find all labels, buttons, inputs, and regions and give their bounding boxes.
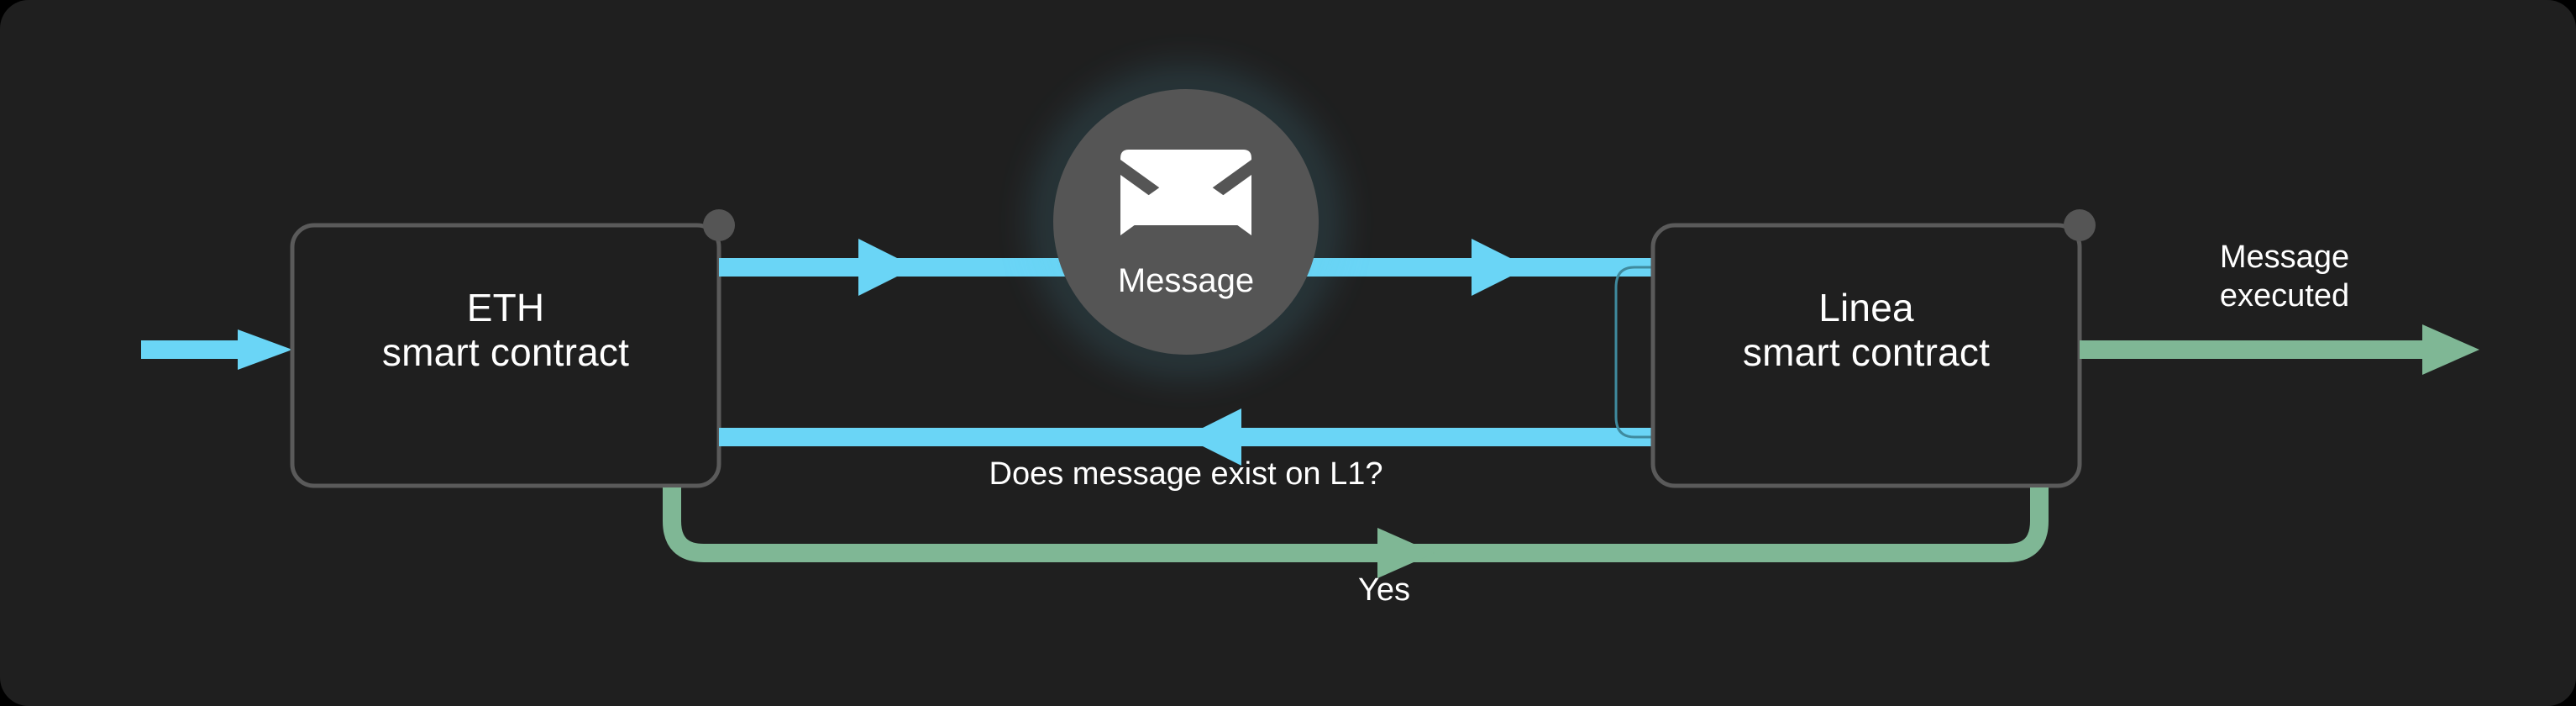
yes-arrowhead-icon xyxy=(1377,528,1435,578)
message-exists-arrow xyxy=(719,408,1655,466)
yes-loop-arrow xyxy=(663,487,2049,578)
envelope-icon xyxy=(1120,150,1251,235)
node-message[interactable] xyxy=(1046,82,1326,362)
eth-contract-corner-dot-icon xyxy=(703,209,735,241)
linea-contract-corner-dot-icon xyxy=(2064,209,2096,241)
message-to-linea-arrow xyxy=(1300,239,1655,296)
node-linea-contract[interactable] xyxy=(1650,209,2096,488)
message-glow-ring xyxy=(1046,82,1326,362)
node-eth-contract[interactable] xyxy=(290,209,735,488)
eth-contract-box[interactable] xyxy=(290,223,721,488)
message-to-linea-arrowhead-icon xyxy=(1472,239,1529,296)
message-exists-arrowhead-icon xyxy=(1184,408,1241,466)
entry-arrow xyxy=(141,329,292,370)
message-executed-arrowhead-icon xyxy=(2422,324,2479,375)
eth-to-message-arrow xyxy=(719,239,1073,296)
message-executed-arrow xyxy=(2080,324,2479,375)
eth-to-message-arrowhead-icon xyxy=(858,239,916,296)
linea-inner-connector xyxy=(1614,266,1651,439)
yes-loop-line xyxy=(663,487,2049,562)
linea-contract-box[interactable] xyxy=(1650,223,2082,488)
entry-arrowhead-icon xyxy=(238,329,292,370)
